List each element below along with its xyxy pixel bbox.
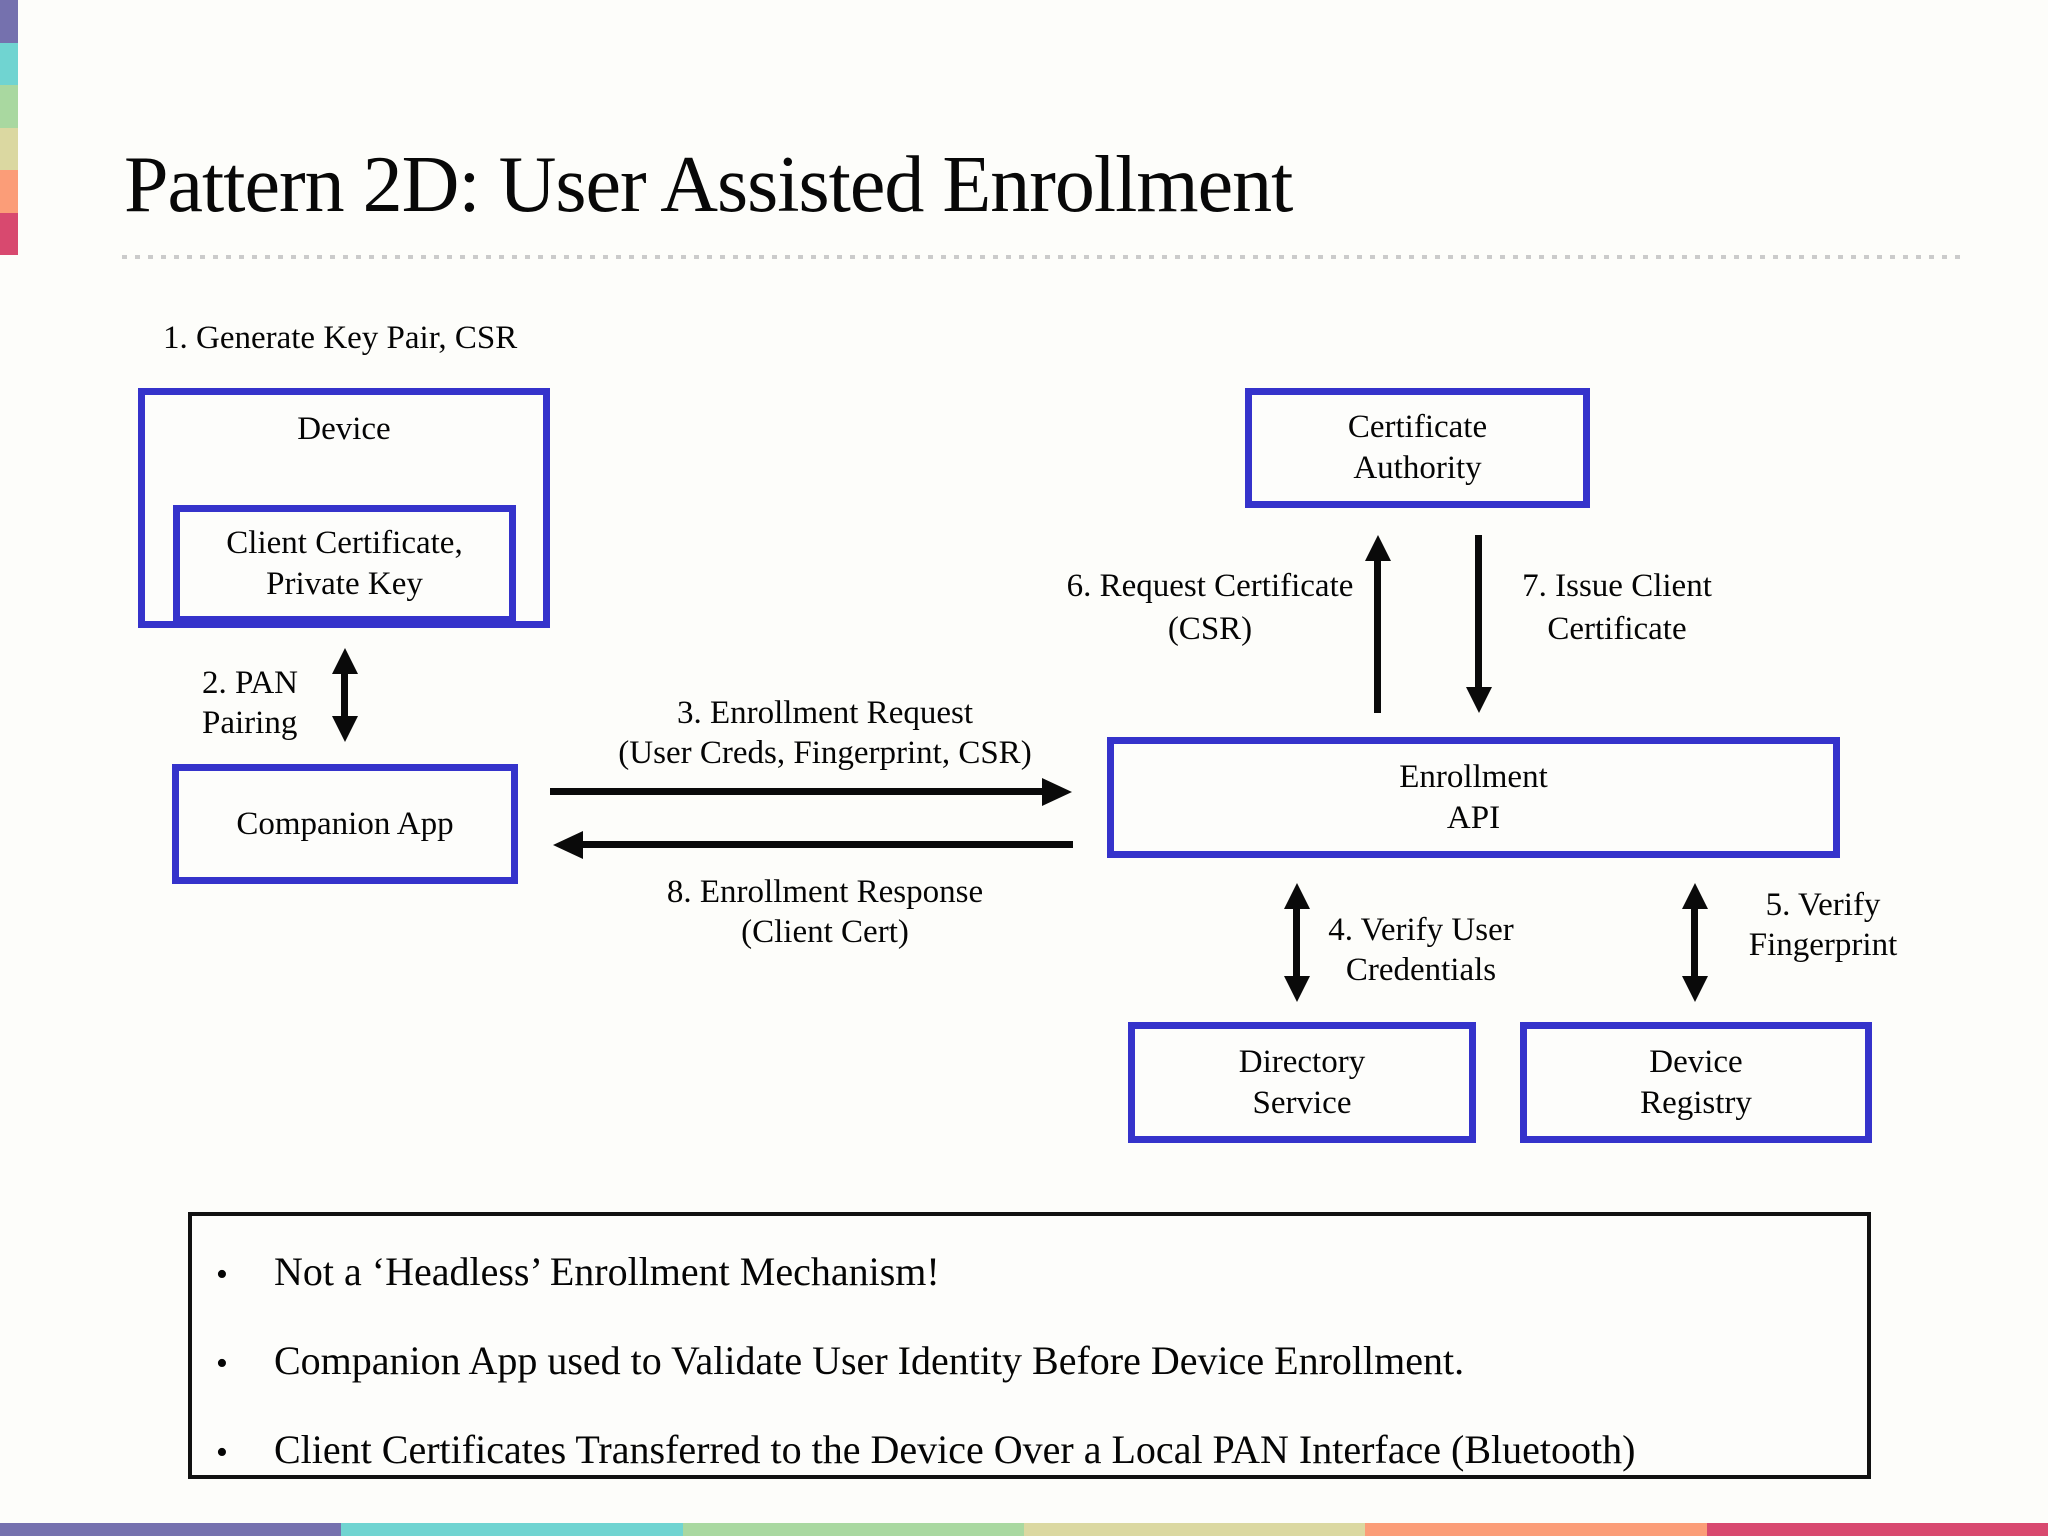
enrollment-api-box: Enrollment API [1107,737,1840,858]
page-title: Pattern 2D: User Assisted Enrollment [124,141,1293,229]
label-step3-enrollment-request: 3. Enrollment Request (User Creds, Finge… [555,693,1095,773]
color-strip-top [0,0,18,255]
label-step5-line1: 5. Verify [1765,887,1881,923]
label-step7-line2: Certificate [1547,611,1687,647]
strip-segment [1706,1523,2048,1536]
strip-segment [0,127,18,170]
label-step8-line2: (Client Cert) [741,914,909,950]
note-bullet-row: • Client Certificates Transferred to the… [216,1426,1847,1477]
label-step2-pan-pairing: 2. PAN Pairing [202,663,352,743]
companion-app-label: Companion App [236,805,454,842]
enrollment-api-label-line2: API [1446,799,1501,836]
arrow-verify-fingerprint [1691,909,1698,976]
title-divider [122,255,1963,259]
directory-service-box: Directory Service [1128,1022,1476,1143]
notes-box: • Not a ‘Headless’ Enrollment Mechanism!… [188,1212,1871,1479]
label-step6-request-certificate: 6. Request Certificate (CSR) [1040,565,1380,651]
label-step6-line1: 6. Request Certificate [1066,568,1354,604]
arrow-pan-pairing [341,674,348,716]
strip-segment [1365,1523,1707,1536]
note-text: Client Certificates Transferred to the D… [274,1427,1636,1472]
arrow-enrollment-response [583,841,1073,848]
label-step7-issue-client-certificate: 7. Issue Client Certificate [1472,565,1762,651]
strip-segment [682,1523,1024,1536]
label-step4-line1: 4. Verify User [1328,912,1514,948]
device-box-label: Device [297,411,391,447]
strip-segment [0,42,18,85]
label-step5-verify-fingerprint: 5. Verify Fingerprint [1698,885,1948,965]
color-strip-bottom [0,1523,2048,1536]
client-certificate-label-line2: Private Key [266,566,423,602]
enrollment-api-label-line1: Enrollment [1399,758,1548,795]
note-bullet-row: • Not a ‘Headless’ Enrollment Mechanism! [216,1248,1847,1299]
strip-segment [0,1523,342,1536]
arrow-verify-user-credentials [1293,909,1300,976]
client-certificate-label-line1: Client Certificate, [226,525,463,561]
certificate-authority-label-line2: Authority [1353,450,1482,486]
arrow-request-certificate [1374,561,1381,713]
strip-segment [0,0,18,43]
companion-app-box: Companion App [172,764,518,884]
strip-segment [0,85,18,128]
label-step2-line2: Pairing [202,705,298,741]
bullet-icon: • [216,1434,228,1471]
strip-segment [341,1523,683,1536]
directory-service-label-line2: Service [1252,1084,1352,1121]
label-step5-line2: Fingerprint [1748,927,1898,963]
label-step2-line1: 2. PAN [202,665,298,701]
label-step3-line1: 3. Enrollment Request [676,695,974,731]
client-certificate-box: Client Certificate, Private Key [173,505,516,623]
device-registry-label-line2: Registry [1640,1084,1752,1121]
label-step7-line1: 7. Issue Client [1522,568,1712,604]
certificate-authority-box: Certificate Authority [1245,388,1590,508]
label-step4-line2: Credentials [1345,952,1497,988]
label-step8-enrollment-response: 8. Enrollment Response (Client Cert) [555,872,1095,952]
device-registry-label-line1: Device [1649,1043,1743,1080]
label-step6-line2: (CSR) [1167,611,1253,647]
strip-segment [1023,1523,1366,1536]
note-text: Companion App used to Validate User Iden… [274,1338,1465,1383]
bullet-icon: • [216,1345,228,1382]
note-bullet-row: • Companion App used to Validate User Id… [216,1337,1847,1388]
label-step4-verify-user-credentials: 4. Verify User Credentials [1296,910,1546,990]
certificate-authority-label-line1: Certificate [1347,409,1488,445]
strip-segment [0,212,18,255]
label-step3-line2: (User Creds, Fingerprint, CSR) [618,735,1032,771]
label-step8-line1: 8. Enrollment Response [666,874,984,910]
bullet-icon: • [216,1256,228,1293]
strip-segment [0,170,18,213]
directory-service-label-line1: Directory [1238,1043,1366,1080]
arrow-enrollment-request [550,788,1042,795]
arrow-issue-client-certificate [1475,535,1482,687]
label-step1-generate-keypair: 1. Generate Key Pair, CSR [163,320,518,356]
device-registry-box: Device Registry [1520,1022,1872,1143]
note-text: Not a ‘Headless’ Enrollment Mechanism! [274,1249,940,1294]
